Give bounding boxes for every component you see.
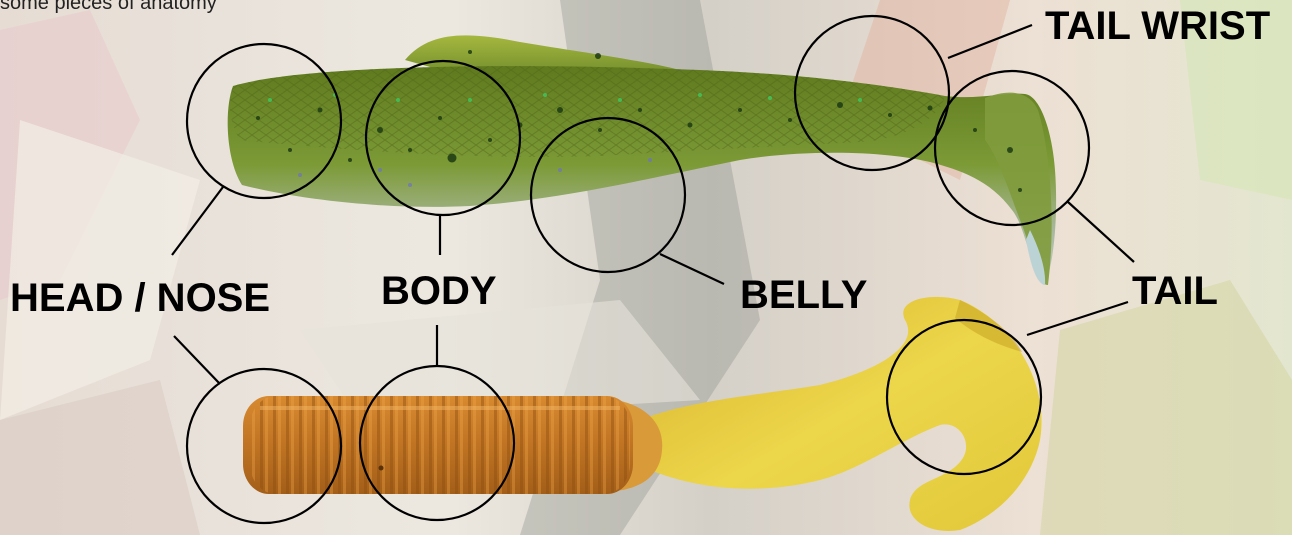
label-tail: TAIL [1132, 271, 1218, 311]
label-tail-wrist: TAIL WRIST [1045, 6, 1270, 46]
label-head-nose: HEAD / NOSE [10, 278, 270, 318]
top-caption: some pieces of anatomy [0, 0, 217, 15]
label-belly: BELLY [740, 275, 867, 315]
label-body: BODY [381, 271, 497, 311]
